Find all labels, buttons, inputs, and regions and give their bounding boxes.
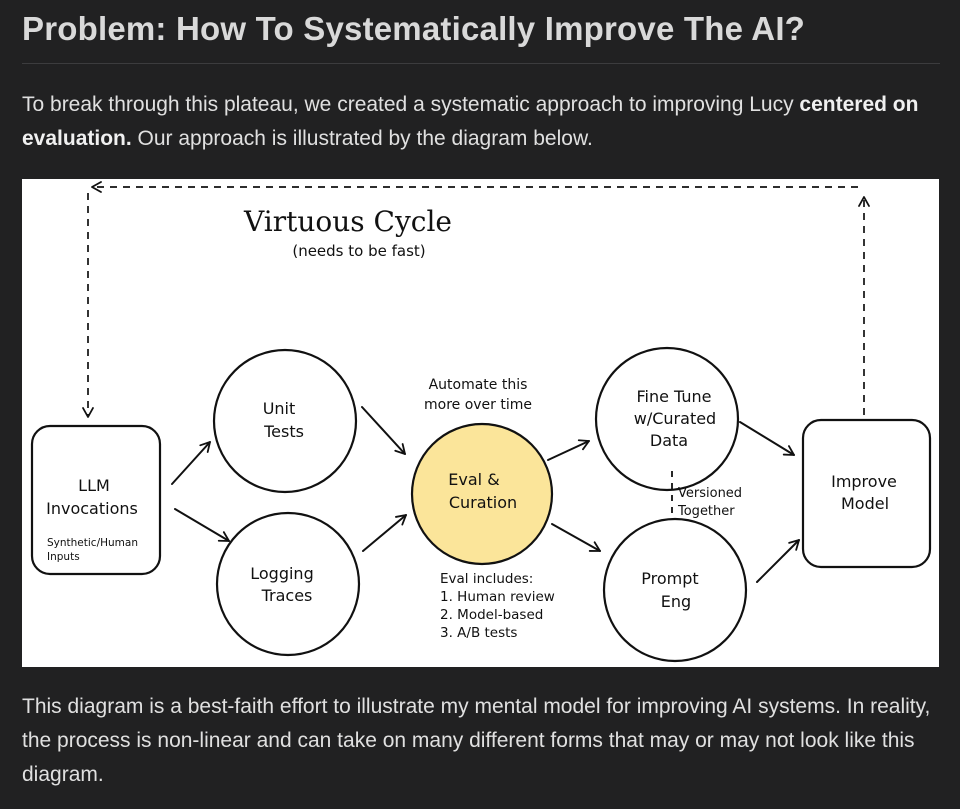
arrow-llm-to-logging	[174, 508, 230, 542]
prompt-eng-line2: Eng	[661, 592, 691, 611]
unit-tests-line2: Tests	[263, 422, 304, 441]
intro-text: To break through this plateau, we create…	[22, 93, 800, 116]
eval-includes-note: Eval includes: 1. Human review 2. Model-…	[440, 571, 555, 641]
outro-paragraph: This diagram is a best-faith effort to i…	[22, 695, 931, 786]
fine-tune-node: Fine Tune w/Curated Data	[594, 346, 740, 492]
versioned-line2: Together	[677, 504, 735, 519]
arrow-eval-to-prompt-eng	[551, 523, 601, 552]
improve-line1: Improve	[831, 472, 897, 491]
intro-paragraph: To break through this plateau, we create…	[22, 88, 932, 156]
heading-divider	[22, 63, 940, 64]
fine-tune-line1: Fine Tune	[636, 387, 711, 406]
llm-note-line1: Synthetic/Human	[47, 537, 138, 549]
llm-invocations-node: LLM Invocations Synthetic/Human Inputs	[30, 424, 162, 576]
feedback-loop-arrow	[82, 181, 870, 418]
diagram-title: Virtuous Cycle	[243, 205, 452, 238]
logging-traces-node: Logging Traces	[215, 511, 361, 657]
virtuous-cycle-diagram: Virtuous Cycle (needs to be fast) LLM In…	[22, 179, 939, 667]
intro-rest: Our approach is illustrated by the diagr…	[131, 127, 593, 150]
unit-tests-node: Unit Tests	[212, 348, 358, 494]
flow-arrows	[171, 406, 800, 583]
llm-label-line1: LLM	[78, 476, 110, 495]
prompt-eng-node: Prompt Eng	[602, 517, 748, 663]
unit-tests-line1: Unit	[263, 399, 296, 418]
eval-includes-item: 3. A/B tests	[440, 625, 517, 641]
article-heading: Problem: How To Systematically Improve T…	[22, 10, 806, 47]
automate-note-line2: more over time	[424, 397, 532, 413]
arrow-logging-to-eval	[362, 514, 407, 552]
arrow-llm-to-unit-tests	[171, 441, 211, 485]
llm-label-line2: Invocations	[46, 499, 138, 518]
logging-line1: Logging	[250, 564, 313, 583]
eval-includes-heading: Eval includes:	[440, 571, 533, 587]
prompt-eng-line1: Prompt	[641, 569, 698, 588]
intro-bold: centered on evaluation.	[22, 93, 919, 150]
arrow-prompt-eng-to-improve	[756, 539, 800, 583]
eval-line2: Curation	[449, 493, 517, 512]
arrow-eval-to-fine-tune	[547, 439, 590, 461]
eval-line1: Eval &	[448, 470, 499, 489]
improve-line2: Model	[841, 494, 889, 513]
diagram-subtitle: (needs to be fast)	[292, 242, 425, 260]
llm-note-line2: Inputs	[47, 551, 80, 563]
logging-line2: Traces	[261, 586, 313, 605]
versioned-together-link: Versioned Together	[671, 471, 742, 524]
fine-tune-line2: w/Curated	[634, 409, 716, 428]
eval-includes-item: 2. Model-based	[440, 607, 543, 623]
eval-includes-item: 1. Human review	[440, 589, 555, 605]
fine-tune-line3: Data	[650, 431, 688, 450]
eval-curation-node: Eval & Curation	[410, 422, 554, 566]
versioned-line1: Versioned	[678, 486, 742, 501]
improve-model-node: Improve Model	[801, 418, 932, 569]
arrow-fine-tune-to-improve	[739, 421, 795, 456]
arrow-unit-tests-to-eval	[361, 406, 406, 455]
automate-note-line1: Automate this	[429, 377, 528, 393]
